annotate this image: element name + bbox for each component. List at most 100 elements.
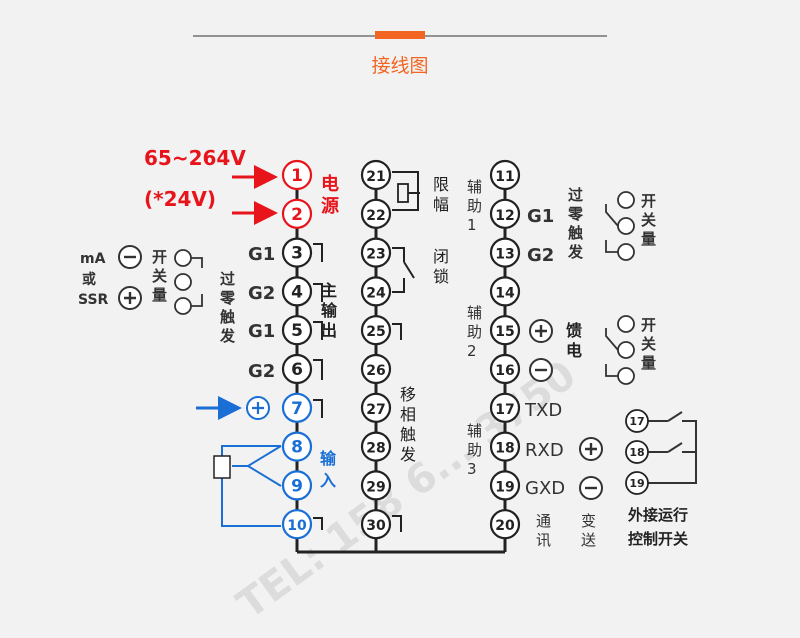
switch-contacts-left: [174, 249, 203, 315]
terminal-number: 10: [287, 518, 307, 534]
terminal-number: 5: [291, 321, 303, 341]
input-sensor-wiring: [213, 445, 282, 527]
switch-qty-label-left: 开关量: [152, 248, 167, 304]
terminal-number: 3: [291, 244, 303, 264]
terminal-number: 21: [366, 169, 385, 185]
terminal-1: 1: [281, 159, 313, 191]
terminal-number: 6: [291, 360, 303, 380]
label-g1-left-b: G1: [248, 321, 275, 342]
terminal-number: 17: [629, 415, 644, 428]
terminal-number: 15: [495, 324, 514, 340]
terminal-number: 19: [495, 479, 514, 495]
feedback-label: 馈电: [566, 321, 582, 360]
label-txd: TXD: [524, 400, 562, 421]
terminal-number: 11: [495, 169, 514, 185]
terminal-number: 1: [291, 166, 303, 186]
terminal-19: 19: [489, 470, 521, 501]
comm-label: 通讯: [536, 512, 551, 549]
terminal-number: 25: [366, 324, 385, 340]
terminal-brackets: [313, 171, 420, 532]
transmit-label: 变送: [581, 512, 596, 549]
terminal-number: 28: [366, 441, 385, 457]
terminal-14: 14: [489, 276, 521, 307]
power-label-char-2: 源: [321, 195, 339, 217]
terminal-ext-17: 17: [625, 409, 649, 433]
switch-contacts-right-b: [605, 315, 635, 385]
zeroRight-text: 过零触发: [567, 186, 584, 261]
label-gxd: GXD: [525, 478, 565, 499]
terminal-ext-18: 18: [625, 440, 649, 464]
terminal-27: 27: [360, 392, 392, 423]
limit-label: 限幅: [433, 175, 449, 214]
label-g1-left-a: G1: [248, 244, 275, 265]
header-accent-bar: [375, 31, 425, 39]
terminal-23: 23: [360, 237, 392, 268]
terminal-20: 20: [489, 509, 521, 540]
terminal-5: 5: [281, 315, 313, 346]
terminal-16: 16: [489, 353, 521, 385]
terminal-number: 18: [495, 441, 514, 457]
switch-contacts-right-a: [605, 191, 635, 261]
terminal-number: 19: [629, 477, 644, 490]
external-switch-wiring: [648, 411, 697, 484]
swQtyLeft-text: 开关量: [152, 248, 167, 304]
feedLbl-text: 馈电: [566, 321, 582, 360]
terminal-22: 22: [360, 198, 392, 229]
terminal-8: 8: [281, 431, 313, 462]
terminals: 1234567891011121314151617181920212223242…: [281, 159, 649, 540]
terminal-number: 13: [495, 247, 514, 263]
input-label-char-1: 输: [320, 449, 337, 468]
terminal-30: 30: [360, 509, 392, 540]
terminal-11: 11: [489, 159, 521, 191]
power-voltage: 65~264V: [144, 146, 246, 170]
terminal-2: 2: [281, 198, 313, 229]
label-g2-left-a: G2: [248, 283, 275, 304]
terminal-number: 2: [291, 205, 303, 225]
terminal-24: 24: [360, 276, 392, 307]
terminal-4: 4: [281, 276, 313, 307]
zero-cross-label-left: 过零触发: [219, 270, 236, 345]
terminal-9: 9: [281, 470, 313, 501]
input-label: 输 入: [320, 449, 342, 490]
terminal-number: 7: [291, 399, 303, 419]
phase-shift-label: 移相触发: [400, 385, 416, 464]
terminal-6: 6: [281, 353, 313, 385]
terminal-10: 10: [281, 509, 313, 540]
switch-qty-label-right-a: 开关量: [641, 192, 656, 248]
label-ssr: SSR: [78, 292, 109, 308]
page-title: 接线图: [371, 55, 428, 77]
terminal-number: 27: [366, 402, 385, 418]
terminal-number: 4: [291, 282, 303, 302]
label-rxd: RXD: [525, 440, 564, 461]
terminal-number: 14: [495, 285, 515, 301]
phaseLbl-text: 移相触发: [400, 385, 416, 464]
terminal-3: 3: [281, 237, 313, 268]
terminal-ext-19: 19: [625, 471, 649, 495]
swQtyRightA-text: 开关量: [641, 192, 656, 248]
terminal-25: 25: [360, 315, 392, 346]
label-or: 或: [82, 271, 96, 288]
terminal-13: 13: [489, 237, 521, 268]
label-g2-right: G2: [527, 245, 554, 266]
main-output-label: 主输出: [321, 281, 338, 340]
label-g2-left-b: G2: [248, 361, 275, 382]
terminal-26: 26: [360, 353, 392, 385]
terminal-17: 17: [489, 392, 521, 423]
ext-run-line1: 外接运行: [627, 506, 688, 524]
terminal-number: 30: [366, 518, 386, 534]
swQtyRightB-text: 开关量: [641, 316, 656, 372]
terminal-number: 12: [495, 208, 514, 224]
power-voltage-alt: (*24V): [144, 187, 216, 211]
lock-label: 闭锁: [433, 247, 449, 286]
terminal-28: 28: [360, 431, 392, 462]
label-ma: mA: [80, 251, 106, 267]
terminal-12: 12: [489, 198, 521, 229]
commLbl-text: 通讯: [536, 512, 551, 549]
zeroLeft-text: 过零触发: [219, 270, 236, 345]
